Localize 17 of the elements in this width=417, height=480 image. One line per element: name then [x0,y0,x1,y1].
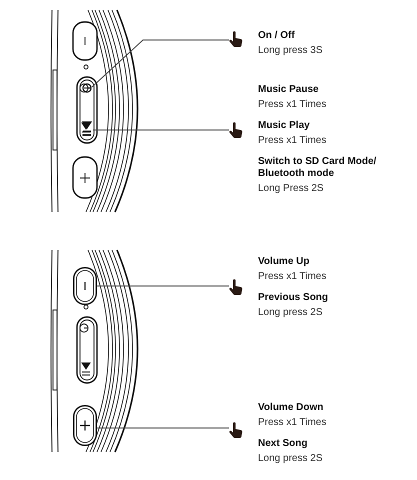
function-heading: Previous Song [258,292,330,304]
function-heading: Music Pause [258,84,320,96]
press-instruction: Long press 3S [258,45,324,57]
press-instruction: Press x1 Times [258,417,328,429]
function-heading: Volume Up [258,256,310,268]
function-heading: Music Play [258,120,311,132]
function-heading: Switch to SD Card Mode/ Bluetooth mode [258,156,378,180]
function-heading: Volume Down [258,402,324,414]
press-instruction: Press x1 Times [258,135,328,147]
press-instruction: Press x1 Times [258,271,328,283]
press-instruction: Long press 2S [258,307,324,319]
function-heading: Next Song [258,438,308,450]
press-instruction: Long press 2S [258,453,324,465]
press-instruction: Press x1 Times [258,99,328,111]
press-instruction: Long Press 2S [258,183,325,195]
leader-line [92,40,230,88]
function-heading: On / Off [258,30,296,42]
